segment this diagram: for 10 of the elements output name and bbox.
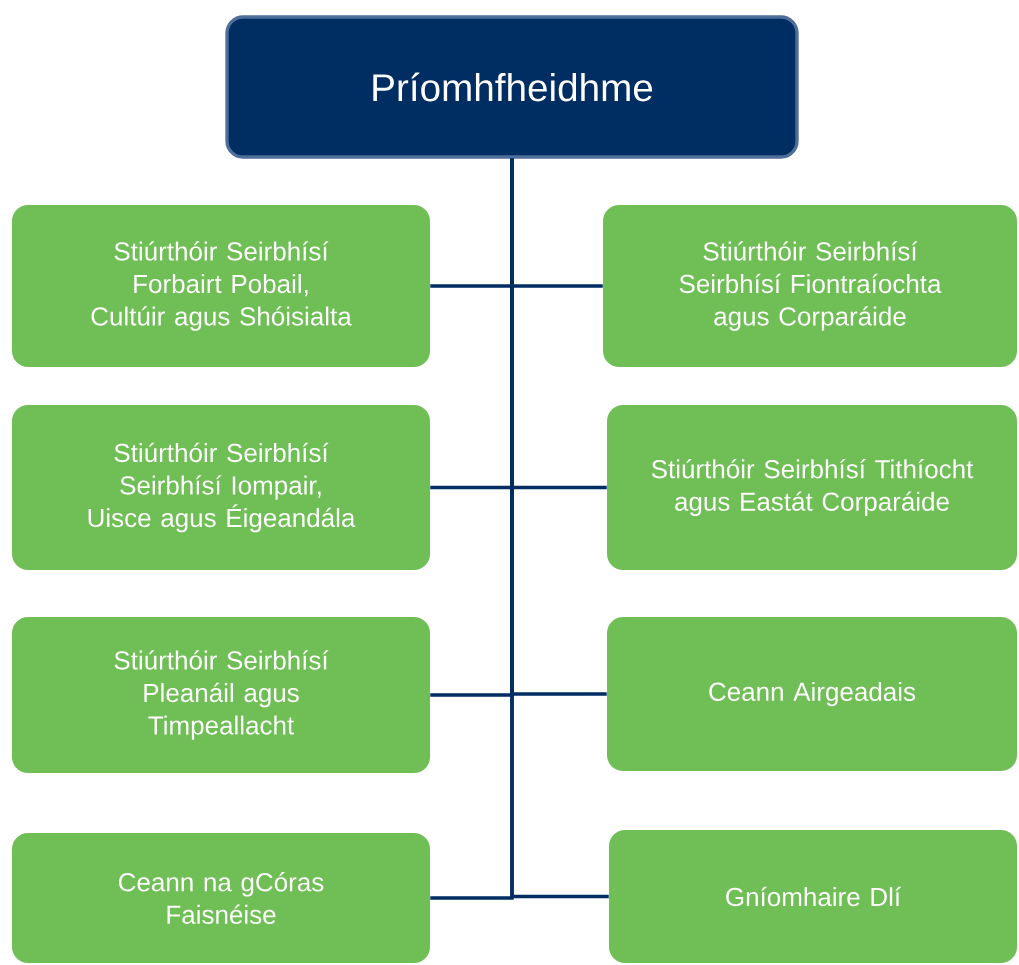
role-box: Ceann na gCóras Faisnéise bbox=[12, 833, 430, 963]
role-box: Stiúrthóir Seirbhísí Tithíocht agus Eastát Corparáide bbox=[607, 405, 1017, 570]
role-box: Stiúrthóir Seirbhísí Forbairt Pobail, Cultúir agus Shóisialta bbox=[12, 205, 430, 367]
role-box: Stiúrthóir Seirbhísí Pleanáil agus Timpeallacht bbox=[12, 617, 430, 773]
role-box: Stiúrthóir Seirbhísí Seirbhísí Iompair, Uisce agus Éigeandála bbox=[12, 405, 430, 570]
role-box: Stiúrthóir Seirbhísí Seirbhísí Fiontraíochta agus Corparáide bbox=[603, 205, 1017, 367]
title-box: Príomhfheidhme bbox=[225, 15, 799, 159]
role-box: Ceann Airgeadais bbox=[607, 617, 1017, 771]
role-box: Gníomhaire Dlí bbox=[609, 830, 1017, 963]
connector-line bbox=[510, 158, 609, 899]
